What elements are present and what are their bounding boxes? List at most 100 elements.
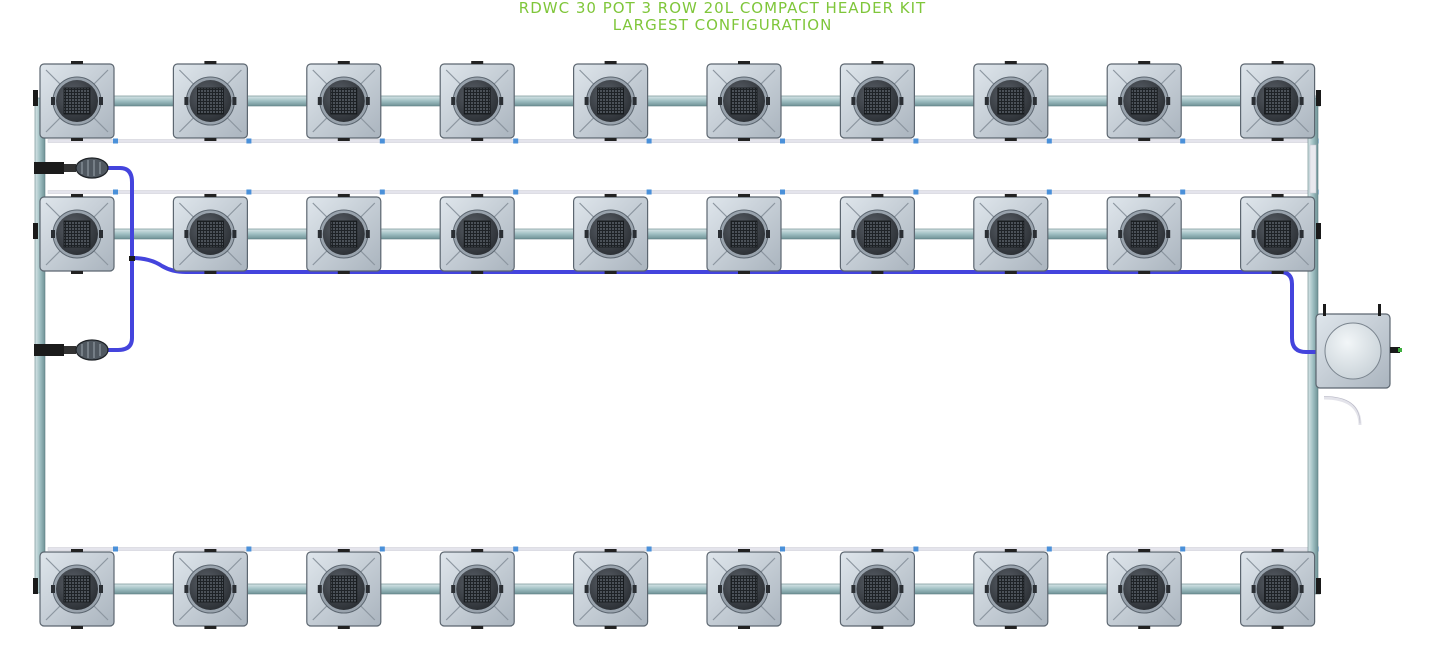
lid-tab bbox=[317, 585, 322, 593]
pot-clip bbox=[604, 626, 617, 629]
lid-tab bbox=[984, 585, 989, 593]
pot-ribs bbox=[845, 202, 909, 266]
pipe-end-cap bbox=[33, 90, 38, 106]
pot-r2-c8 bbox=[973, 194, 1049, 274]
pot-ribs bbox=[312, 69, 376, 133]
pump-grille bbox=[81, 342, 101, 358]
lid-tab bbox=[1251, 230, 1256, 238]
pot-clip bbox=[1138, 138, 1151, 141]
diagram-title: RDWC 30 POT 3 ROW 20L COMPACT HEADER KIT… bbox=[0, 0, 1445, 34]
net-pot-mesh bbox=[463, 87, 491, 115]
lid-tab bbox=[1299, 585, 1304, 593]
pot-r1-c5 bbox=[572, 61, 649, 141]
pot-clip bbox=[1004, 194, 1017, 197]
pot-r3-c7 bbox=[839, 549, 916, 629]
lid-tab bbox=[317, 97, 322, 105]
pot-ribs bbox=[178, 557, 242, 621]
net-pot-mesh bbox=[1264, 87, 1291, 115]
lid-tab bbox=[766, 97, 770, 105]
header-tank bbox=[1315, 304, 1402, 426]
pot-clip bbox=[204, 138, 217, 141]
drip-fitting bbox=[513, 138, 519, 144]
tank-post bbox=[1378, 304, 1381, 316]
lid-tab bbox=[1166, 230, 1171, 238]
lid-tab bbox=[317, 230, 322, 238]
pot-r3-c8 bbox=[973, 549, 1049, 629]
pot-ribs bbox=[979, 202, 1043, 266]
net-pot-mesh bbox=[1130, 87, 1158, 115]
pot-clip bbox=[738, 626, 750, 629]
pot-clip bbox=[471, 194, 484, 197]
pot-ribs bbox=[712, 69, 776, 133]
lid-tab bbox=[851, 230, 856, 238]
lid-tab bbox=[99, 97, 103, 105]
pot-clip bbox=[871, 626, 884, 629]
net-pot-mesh bbox=[997, 220, 1025, 248]
pot-clip bbox=[1138, 549, 1151, 552]
pot-ribs bbox=[979, 557, 1043, 621]
net-pot-mesh bbox=[997, 87, 1025, 115]
pot-clip bbox=[337, 138, 350, 141]
net-pot-mesh bbox=[597, 220, 624, 248]
net-pot-mesh bbox=[63, 87, 91, 115]
tank-outlet-tip bbox=[1398, 348, 1402, 352]
pot-r2-c6 bbox=[706, 194, 782, 274]
tank-overflow-edge bbox=[1323, 396, 1361, 424]
pot-ribs bbox=[178, 69, 242, 133]
pot-clip bbox=[1138, 61, 1151, 64]
pot-clip bbox=[1138, 194, 1151, 197]
pot-ribs bbox=[712, 557, 776, 621]
lid-tab bbox=[766, 585, 770, 593]
drip-fitting bbox=[1046, 189, 1052, 195]
pot-r3-c9 bbox=[1106, 549, 1182, 629]
drip-fitting bbox=[379, 138, 385, 144]
pump-2 bbox=[34, 339, 109, 361]
drip-fitting bbox=[379, 546, 385, 552]
drip-fitting bbox=[113, 189, 118, 195]
pot-clip bbox=[871, 138, 884, 141]
lid-tab bbox=[584, 585, 589, 593]
drip-fitting bbox=[113, 546, 118, 552]
drip-fitting bbox=[646, 546, 652, 552]
net-pot-mesh bbox=[864, 87, 891, 115]
pot-clip bbox=[738, 138, 750, 141]
net-pot-mesh bbox=[1130, 220, 1158, 248]
pipe-end-cap bbox=[33, 223, 38, 239]
lid-tab bbox=[232, 230, 237, 238]
net-pot-mesh bbox=[597, 575, 624, 603]
hose-tee bbox=[129, 256, 135, 261]
tank-post bbox=[1323, 304, 1326, 316]
lid-tab bbox=[232, 585, 237, 593]
pot-ribs bbox=[845, 557, 909, 621]
pot-r3-c1 bbox=[39, 549, 115, 629]
pot-r1-c1 bbox=[39, 61, 115, 141]
pot-clip bbox=[1271, 138, 1284, 141]
pot-clip bbox=[337, 271, 350, 274]
net-pot-mesh bbox=[196, 575, 224, 603]
pot-r3-c3 bbox=[306, 549, 382, 629]
pump-coupler bbox=[64, 164, 76, 172]
lid-tab bbox=[984, 97, 989, 105]
pot-ribs bbox=[1112, 69, 1176, 133]
pot-clip bbox=[604, 61, 617, 64]
lid-tab bbox=[851, 585, 856, 593]
pot-clip bbox=[71, 549, 83, 552]
title-line-1: RDWC 30 POT 3 ROW 20L COMPACT HEADER KIT bbox=[518, 0, 927, 17]
net-pot-mesh bbox=[730, 87, 758, 115]
drip-fitting bbox=[246, 138, 252, 144]
pot-ribs bbox=[312, 202, 376, 266]
pump-valve bbox=[34, 162, 64, 174]
pump-body bbox=[75, 157, 109, 179]
lid-tab bbox=[499, 585, 504, 593]
pot-clip bbox=[204, 549, 217, 552]
pot-clip bbox=[337, 194, 350, 197]
pump-body bbox=[75, 339, 109, 361]
pipe-end-cap bbox=[1316, 578, 1321, 594]
lid-tab bbox=[718, 585, 722, 593]
lid-tab bbox=[632, 97, 637, 105]
pot-ribs bbox=[45, 557, 109, 621]
lid-tab bbox=[766, 230, 770, 238]
pot-ribs bbox=[178, 202, 242, 266]
pump-coupler bbox=[64, 346, 76, 354]
